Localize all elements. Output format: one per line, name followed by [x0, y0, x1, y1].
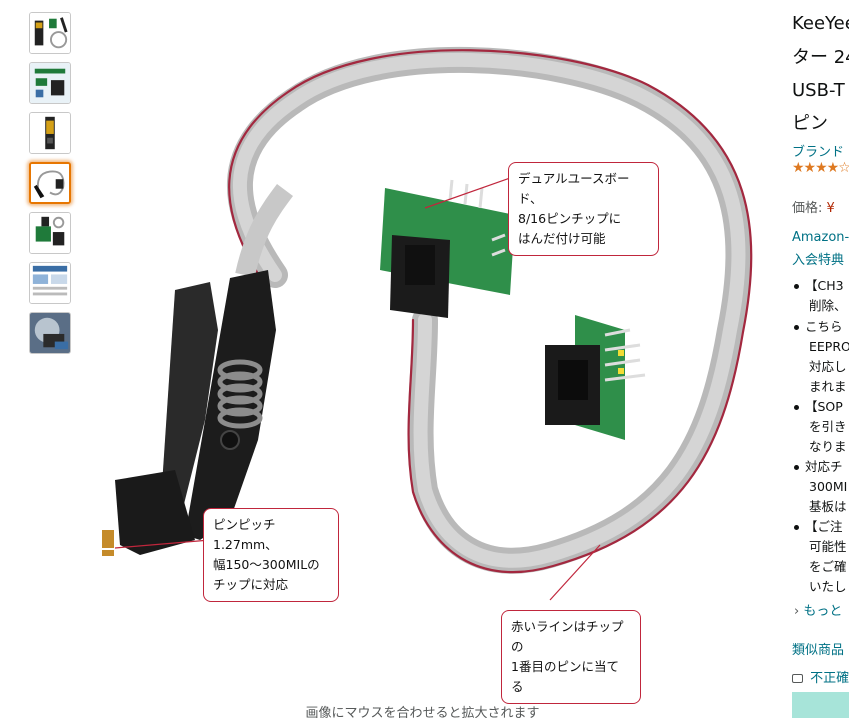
thumbnail-4-selected[interactable] — [29, 162, 71, 204]
similar-items-link[interactable]: 類似商品 — [792, 643, 845, 658]
bullet-2: こちら — [794, 317, 843, 337]
clip-closeup-thumb-icon — [30, 313, 70, 353]
thumbnail-1[interactable] — [29, 12, 71, 54]
brand-link[interactable]: ブランド — [792, 145, 845, 160]
bullet-2-text: こちら — [805, 319, 843, 334]
bullet-dot-icon — [794, 405, 799, 410]
test-clip-thumb-icon — [31, 164, 69, 202]
board-kit-thumb-icon — [30, 63, 70, 103]
product-title-line-1: KeeYee — [792, 13, 849, 34]
bullet-4-cont-1: 300MI — [809, 479, 848, 494]
see-more-text: もっと — [803, 604, 843, 619]
thumbnail-7[interactable] — [29, 312, 71, 354]
price-currency: ¥ — [826, 201, 835, 216]
callout-clip: ピンピッチ1.27mm、 幅150～300MILの チップに対応 — [203, 508, 339, 602]
comment-icon — [792, 674, 803, 683]
callout-board-line-2: 8/16ピンチップに — [518, 211, 622, 226]
bullet-4-text: 対応チ — [805, 459, 843, 474]
bullet-2-cont-2: 対応し — [809, 359, 847, 374]
instructions-thumb-icon — [30, 263, 70, 303]
bullet-5-text: 【ご注 — [805, 519, 843, 534]
bullet-2-cont-3: まれま — [809, 379, 847, 394]
adapter-board-bottom — [545, 315, 646, 440]
bullet-dot-icon — [794, 525, 799, 530]
rating-stars[interactable]: ★★★★☆ — [792, 160, 849, 176]
callout-board-line-3: はんだ付け可能 — [518, 231, 606, 246]
product-info-panel: KeeYee ター 24 USB-T ピン ブランド ★★★★☆ 価格: ¥ A… — [786, 0, 849, 718]
bullet-3: 【SOP — [794, 397, 843, 417]
bullet-4: 対応チ — [794, 457, 843, 477]
chip-board-thumb-icon — [30, 213, 70, 253]
product-title-line-4: ピン — [792, 113, 828, 134]
bullet-5-cont-1: 可能性 — [809, 539, 847, 554]
thumbnail-5[interactable] — [29, 212, 71, 254]
bullet-2-cont-1: EEPRO — [809, 339, 849, 354]
thumbnail-3[interactable] — [29, 112, 71, 154]
bullet-3-cont-2: なりま — [809, 439, 847, 454]
bullet-dot-icon — [794, 465, 799, 470]
bullet-4-cont-2: 基板は — [809, 499, 847, 514]
price-row: 価格: ¥ — [792, 197, 835, 216]
callout-board-line-1: デュアルユースボード、 — [518, 171, 630, 206]
action-button[interactable] — [792, 692, 849, 718]
zoom-hint: 画像にマウスを合わせると拡大されます — [305, 706, 540, 718]
bullet-1-cont: 削除、 — [809, 298, 847, 313]
product-title-line-3: USB-T — [792, 80, 845, 101]
soic-clip — [102, 270, 276, 556]
test-clip-illustration — [102, 47, 753, 601]
callout-clip-line-3: チップに対応 — [213, 577, 289, 592]
bullet-1: 【CH3 — [794, 276, 844, 296]
adapter-board-top — [380, 179, 515, 318]
thumbnail-6[interactable] — [29, 262, 71, 304]
product-title-line-2: ター 24 — [792, 47, 849, 68]
thumbnail-strip — [29, 12, 73, 362]
report-incorrect-text: 不正確 — [810, 671, 849, 686]
chevron-right-icon: › — [794, 604, 800, 619]
bullet-dot-icon — [794, 325, 799, 330]
bullet-5-cont-2: をご確 — [809, 559, 847, 574]
usb-programmer-thumb-icon — [30, 113, 70, 153]
programmer-kit-thumb-icon — [30, 13, 70, 53]
thumbnail-2[interactable] — [29, 62, 71, 104]
callout-board: デュアルユースボード、 8/16ピンチップに はんだ付け可能 — [508, 162, 659, 256]
callout-clip-line-2: 幅150～300MILの — [213, 557, 320, 572]
callout-clip-line-1: ピンピッチ1.27mm、 — [213, 517, 278, 552]
promo-link-line-2[interactable]: 入会特典 — [792, 253, 845, 268]
bullet-dot-icon — [794, 284, 799, 289]
report-incorrect-link[interactable]: 不正確 — [792, 667, 849, 686]
see-more-link[interactable]: › もっと — [794, 600, 842, 619]
callout-red-line-line-1: 赤いラインはチップの — [511, 619, 624, 654]
main-product-image[interactable]: デュアルユースボード、 8/16ピンチップに はんだ付け可能 ピンピッチ1.27… — [80, 0, 780, 704]
bullet-3-text: 【SOP — [805, 399, 843, 414]
bullet-5: 【ご注 — [794, 517, 843, 537]
callout-red-line-line-2: 1番目のピンに当てる — [511, 659, 619, 694]
callout-red-line: 赤いラインはチップの 1番目のピンに当てる — [501, 610, 641, 704]
bullet-5-cont-3: いたし — [809, 579, 847, 594]
promo-link-line-1[interactable]: Amazon- — [792, 230, 849, 245]
price-label: 価格: — [792, 201, 823, 216]
bullet-1-text: 【CH3 — [805, 278, 844, 293]
bullet-3-cont-1: を引き — [809, 419, 847, 434]
